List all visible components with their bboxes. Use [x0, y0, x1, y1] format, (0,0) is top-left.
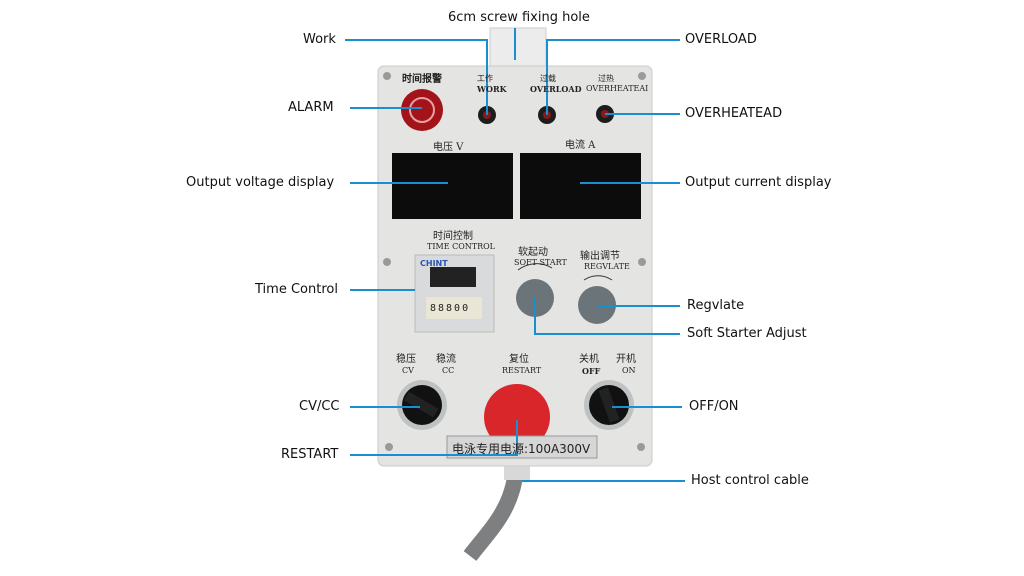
overheat-en: OVERHEATEAI [586, 84, 649, 93]
restart-cn: 复位 [509, 354, 529, 365]
reg-cn: 输出调节 [580, 251, 620, 262]
on-cn: 开机 [616, 354, 636, 365]
timer-module [414, 254, 495, 333]
soft-cn: 软起动 [518, 247, 548, 258]
overload-en: OVERLOAD [530, 84, 582, 94]
overload-cn: 过载 [540, 74, 556, 83]
leader-lines [345, 28, 685, 482]
soft-en: SOFT START [514, 258, 567, 267]
callout-off-on: OFF/ON [689, 399, 739, 414]
time-cn: 时间控制 [433, 231, 473, 242]
work-cn: 工作 [477, 74, 493, 83]
off-en: OFF [582, 366, 601, 376]
screw-icon [638, 72, 646, 80]
screw-icon [637, 443, 645, 451]
mount-tab [489, 27, 547, 69]
callout-alarm: ALARM [288, 100, 334, 115]
callout-overload: OVERLOAD [685, 32, 757, 47]
nameplate [446, 435, 598, 459]
cv-en: CV [402, 366, 414, 375]
callout-restart: RESTART [281, 447, 339, 462]
host-cable [463, 468, 524, 561]
alarm-cn: 时间报警 [402, 74, 442, 85]
on-en: ON [622, 366, 636, 375]
callout-time-control: Time Control [255, 282, 338, 297]
callout-screw-hole: 6cm screw fixing hole [448, 10, 590, 25]
time-en: TIME CONTROL [427, 242, 495, 251]
callout-cv-cc: CV/CC [299, 399, 340, 414]
callout-work: Work [303, 32, 336, 47]
callout-cable: Host control cable [691, 473, 809, 488]
callout-current-display: Output current display [685, 175, 832, 190]
restart-button [484, 384, 550, 450]
cc-en: CC [442, 366, 455, 375]
off-cn: 关机 [579, 354, 599, 365]
timer-brand: CHINT [420, 259, 448, 268]
cc-cn: 稳流 [436, 354, 456, 365]
screw-icon [385, 443, 393, 451]
current-label: 电流 A [565, 140, 596, 151]
voltage-display [392, 153, 513, 219]
reg-en: REGVLATE [584, 262, 630, 271]
overheat-cn: 过热 [598, 74, 614, 83]
screw-icon [638, 258, 646, 266]
screw-icon [383, 258, 391, 266]
callout-soft-start: Soft Starter Adjust [687, 326, 807, 341]
current-display [520, 153, 641, 219]
callout-voltage-display: Output voltage display [186, 175, 335, 190]
restart-en: RESTART [502, 366, 542, 375]
nameplate-text: 电泳专用电源:100A300V [452, 442, 591, 456]
voltage-label: 电压 V [433, 142, 464, 153]
cv-cn: 稳压 [396, 354, 416, 365]
callout-regulate: Regvlate [687, 298, 745, 313]
screw-icon [383, 72, 391, 80]
callout-overheat: OVERHEATEAD [685, 106, 783, 121]
timer-digits: 88800 [430, 303, 471, 314]
work-en: WORK [477, 84, 507, 94]
alarm-light [401, 89, 443, 131]
